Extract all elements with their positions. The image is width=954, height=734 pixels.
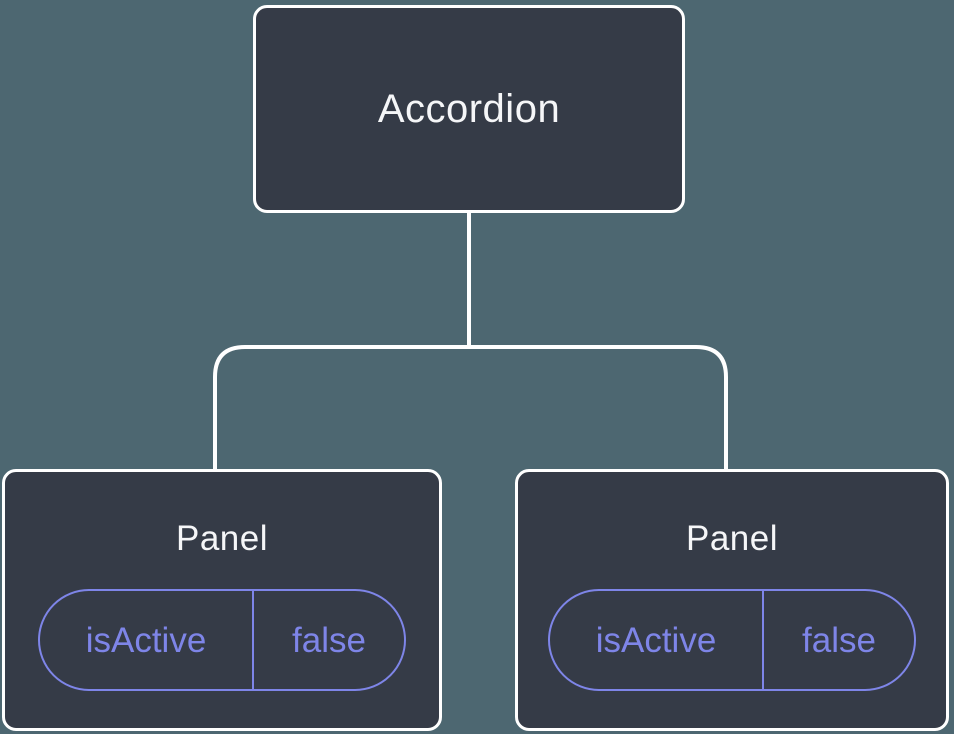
accordion-node-label: Accordion xyxy=(377,86,561,131)
state-pill: isActive false xyxy=(38,589,406,691)
state-prop-value: false xyxy=(292,620,366,660)
connector-branch xyxy=(213,345,728,471)
panel-node-right: Panel isActive false xyxy=(515,469,949,731)
state-pill: isActive false xyxy=(548,589,916,691)
accordion-node: Accordion xyxy=(253,5,685,213)
panel-node-left: Panel isActive false xyxy=(2,469,442,731)
panel-title: Panel xyxy=(685,519,779,558)
panel-title: Panel xyxy=(175,519,269,558)
state-prop-value: false xyxy=(802,620,876,660)
state-prop-name: isActive xyxy=(550,591,764,689)
state-prop-name: isActive xyxy=(40,591,254,689)
